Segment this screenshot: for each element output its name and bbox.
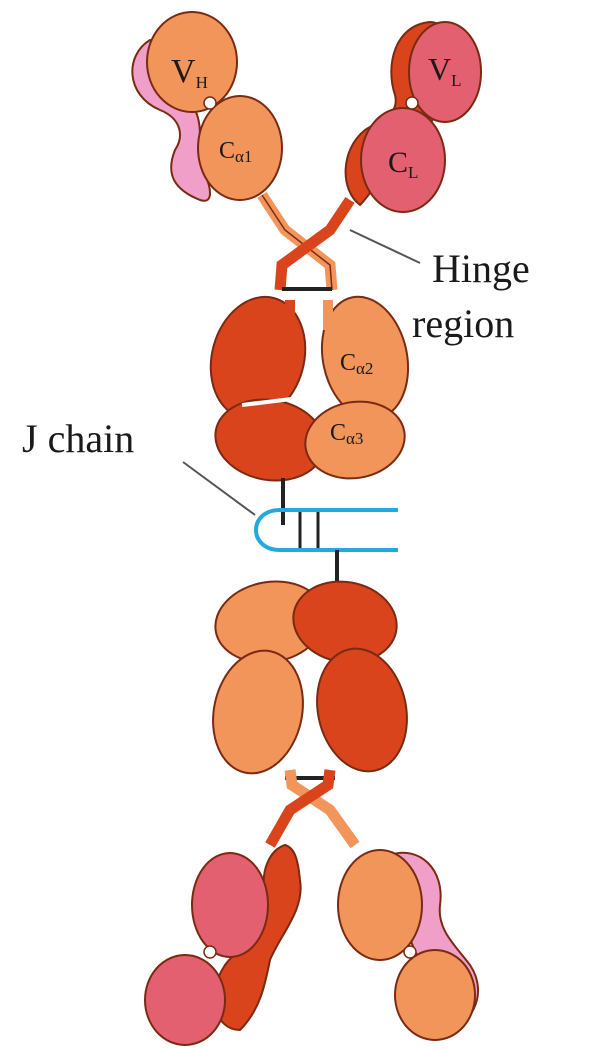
bottom-left-vl-domain [145,955,225,1045]
bottom-monomer [145,573,478,1045]
bottom-ca2-domain-left [202,642,314,782]
bottom-right-vh-domain [395,950,475,1040]
hinge-label-line2: region [412,301,514,346]
bottom-right-ca1-domain [338,850,422,960]
hinge-pointer-line [350,230,420,263]
hinge-label-line1: Hinge [432,246,530,291]
j-chain [256,510,398,588]
bottom-ca2-domain-right [306,640,418,780]
j-chain-loop [256,510,398,550]
bottom-left-cl-domain [192,853,268,957]
hinge-right-strand [280,200,350,290]
j-chain-label: J chain [22,416,134,461]
